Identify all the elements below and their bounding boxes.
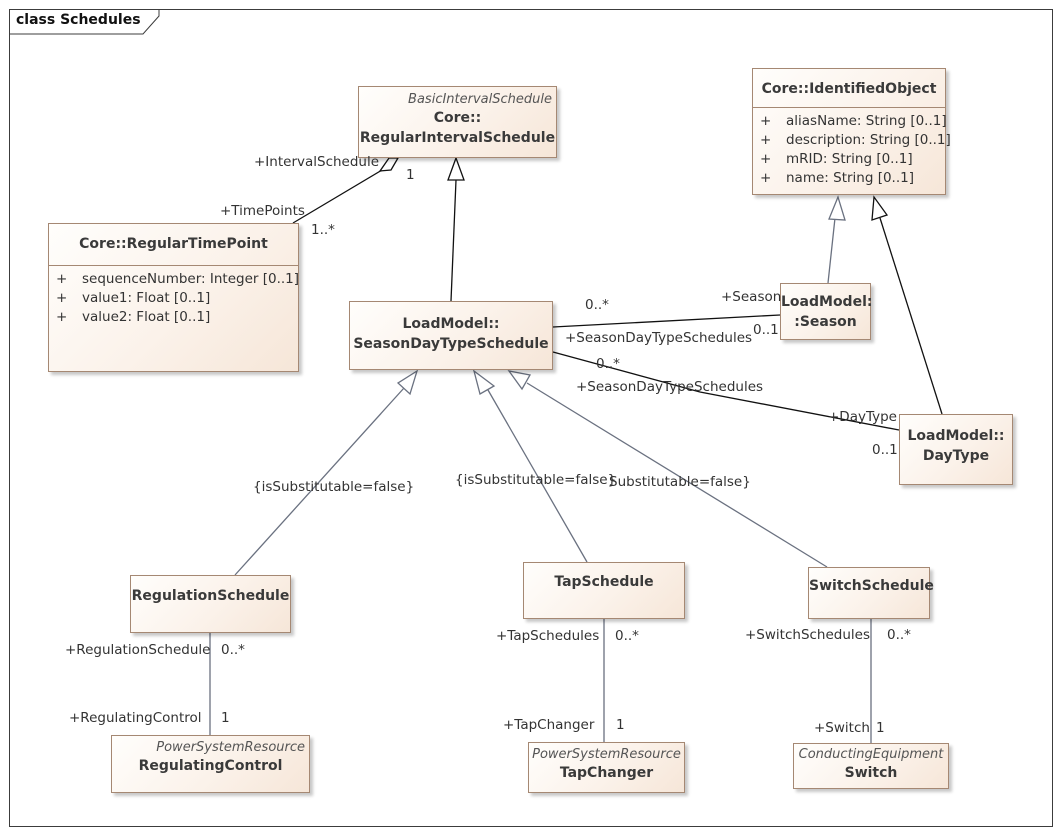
composition-line[interactable] — [292, 169, 383, 224]
frame-title: class Schedules — [16, 12, 141, 28]
constraint-regulation: {isSubstitutable=false} — [253, 479, 415, 495]
class-name-line2: SeasonDayTypeSchedule — [353, 336, 549, 352]
role-regulation-schedule: +RegulationSchedule — [65, 642, 211, 658]
role-interval-schedule: +IntervalSchedule — [254, 154, 380, 170]
class-switch-schedule[interactable]: SwitchSchedule — [808, 567, 934, 619]
generalization-arrow-regulation — [396, 369, 419, 396]
class-name-line1: LoadModel:: — [907, 428, 1005, 444]
mult-regulation-schedule: 0..* — [221, 642, 245, 658]
role-regulating-control: +RegulatingControl — [69, 710, 202, 726]
class-name: TapChanger — [559, 765, 654, 781]
stereotype-label: BasicIntervalSchedule — [408, 92, 552, 107]
class-tap-changer[interactable]: PowerSystemResource TapChanger — [528, 742, 685, 793]
class-name-line2: DayType — [922, 448, 990, 464]
association-season[interactable] — [552, 314, 781, 328]
mult-daytype: 0..1 — [872, 442, 898, 458]
class-name: RegulationSchedule — [131, 588, 290, 604]
stereotype-label: PowerSystemResource — [156, 740, 305, 755]
attribute-row: +mRID: String [0..1] — [760, 151, 913, 167]
class-season[interactable]: LoadModel: :Season — [780, 283, 873, 340]
role-time-points: +TimePoints — [220, 203, 305, 219]
class-tap-schedule[interactable]: TapSchedule — [523, 562, 685, 619]
association-daytype[interactable] — [552, 351, 900, 431]
mult-switch: 1 — [876, 720, 885, 736]
mult-tap-changer: 1 — [616, 717, 625, 733]
class-name-line1: LoadModel:: — [402, 316, 500, 332]
attribute-list: +aliasName: String [0..1] +description: … — [753, 107, 951, 192]
attribute-row: +value2: Float [0..1] — [56, 309, 211, 325]
generalization-line-daytype[interactable] — [879, 217, 943, 415]
class-regular-time-point[interactable]: Core::RegularTimePoint +sequenceNumber: … — [48, 223, 299, 372]
attribute-row: +value1: Float [0..1] — [56, 290, 211, 306]
mult-season: 0..1 — [753, 322, 779, 338]
role-switch-schedules: +SwitchSchedules — [745, 627, 871, 643]
mult-tap-schedules: 0..* — [615, 628, 639, 644]
class-name: RegulatingControl — [138, 758, 283, 774]
generalization-arrow-sdts — [447, 156, 465, 181]
generalization-arrow-tap — [472, 369, 496, 395]
generalization-line-tap[interactable] — [487, 389, 588, 563]
class-name: Switch — [844, 765, 898, 781]
generalization-arrow-daytype — [871, 195, 889, 221]
role-tap-changer: +TapChanger — [503, 717, 595, 733]
attribute-row: +aliasName: String [0..1] — [760, 113, 947, 129]
role-season: +Season — [721, 289, 782, 305]
class-identified-object[interactable]: Core::IdentifiedObject +aliasName: Strin… — [752, 68, 951, 195]
generalization-line-switch[interactable] — [526, 382, 828, 568]
class-day-type[interactable]: LoadModel:: DayType — [899, 414, 1013, 485]
role-switch: +Switch — [814, 720, 870, 736]
attribute-row: +name: String [0..1] — [760, 170, 914, 186]
class-season-day-type-schedule[interactable]: LoadModel:: SeasonDayTypeSchedule — [349, 301, 553, 370]
mult-time-points: 1..* — [311, 222, 335, 238]
diagram-frame: class Schedules — [9, 9, 1053, 827]
class-regulating-control[interactable]: PowerSystemResource RegulatingControl — [111, 735, 310, 793]
class-name: Core::IdentifiedObject — [761, 81, 937, 97]
role-tap-schedules: +TapSchedules — [496, 628, 600, 644]
class-name-line1: LoadModel: — [781, 294, 873, 310]
attribute-row: +description: String [0..1] — [760, 132, 951, 148]
role-season-sdts: +SeasonDayTypeSchedules — [565, 330, 753, 346]
attribute-list: +sequenceNumber: Integer [0..1] +value1:… — [49, 265, 300, 331]
mult-daytype-sdts: 0..* — [596, 356, 620, 372]
role-daytype: +DayType — [828, 409, 897, 425]
attribute-row: +sequenceNumber: Integer [0..1] — [56, 271, 300, 287]
class-name: SwitchSchedule — [809, 578, 934, 594]
generalization-arrow-switch — [507, 370, 532, 391]
class-name: TapSchedule — [554, 574, 654, 590]
stereotype-label: PowerSystemResource — [532, 747, 681, 762]
mult-season-sdts: 0..* — [585, 297, 609, 313]
stereotype-label: ConductingEquipment — [798, 747, 944, 762]
frame-tab — [10, 10, 160, 35]
generalization-arrow-season — [828, 195, 846, 221]
class-name-line2: RegularIntervalSchedule — [359, 130, 556, 146]
class-switch[interactable]: ConductingEquipment Switch — [793, 743, 949, 789]
generalization-line-sdts[interactable] — [450, 179, 457, 302]
constraint-switch: Substitutable=false} — [609, 474, 751, 490]
mult-interval-schedule: 1 — [406, 167, 415, 183]
class-name-line1: Core:: — [433, 110, 482, 126]
mult-regulating-control: 1 — [221, 710, 230, 726]
generalization-line-season[interactable] — [827, 217, 836, 284]
class-name-line2: :Season — [794, 314, 857, 330]
generalization-line-regulation[interactable] — [234, 387, 405, 576]
class-regulation-schedule[interactable]: RegulationSchedule — [130, 575, 291, 633]
class-regular-interval-schedule[interactable]: BasicIntervalSchedule Core:: RegularInte… — [358, 86, 557, 158]
composition-diamond — [378, 157, 400, 172]
constraint-tap: {isSubstitutable=false} — [455, 472, 617, 488]
mult-switch-schedules: 0..* — [887, 627, 911, 643]
role-daytype-sdts: +SeasonDayTypeSchedules — [576, 379, 764, 395]
class-name: Core::RegularTimePoint — [79, 236, 268, 252]
